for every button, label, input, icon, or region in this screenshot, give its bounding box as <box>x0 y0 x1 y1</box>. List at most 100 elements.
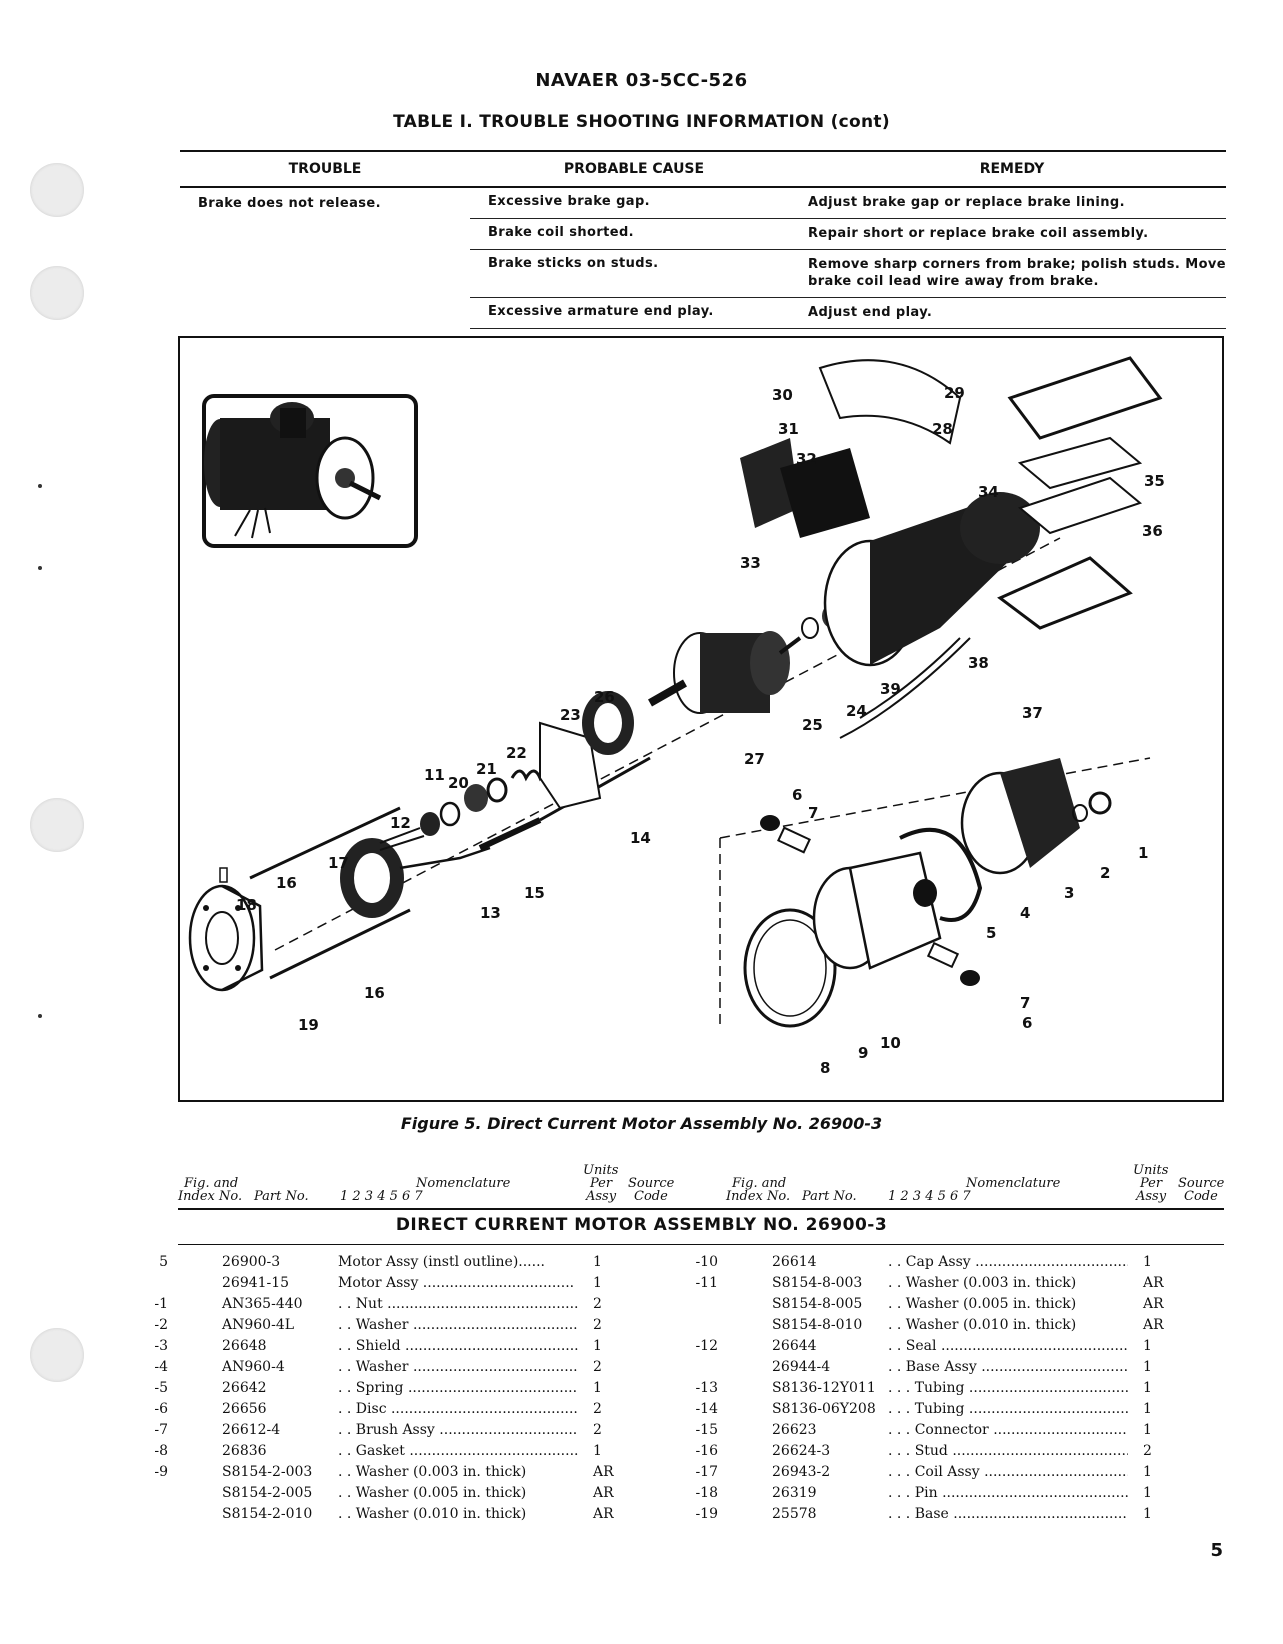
binder-hole <box>30 266 84 320</box>
list-item: 26941-15 Motor Assy ....................… <box>0 1275 640 1296</box>
callout-27: 27 <box>744 750 765 768</box>
binder-hole <box>30 1328 84 1382</box>
part-number: 26319 <box>772 1485 817 1501</box>
part-number: AN960-4L <box>222 1317 295 1333</box>
list-item: -7 26612-4 . . Brush Assy ...............… <box>0 1422 640 1443</box>
callout-4: 4 <box>1020 904 1030 922</box>
part-index: -18 <box>695 1485 718 1501</box>
callout-10: 10 <box>880 1034 901 1052</box>
callout-24: 24 <box>846 702 867 720</box>
part-description: . . Brush Assy .........................… <box>338 1422 578 1438</box>
part-index: -12 <box>695 1338 718 1354</box>
table-title: TABLE I. TROUBLE SHOOTING INFORMATION (c… <box>393 112 890 132</box>
callout-29: 29 <box>944 384 965 402</box>
callout-22: 22 <box>506 744 527 762</box>
armature-part <box>648 631 802 714</box>
part-description: . . . Base .............................… <box>888 1506 1128 1522</box>
remedy-cell: Repair short or replace brake coil assem… <box>798 219 1226 250</box>
table-row: Brake sticks on studs. Remove sharp corn… <box>470 250 1226 298</box>
table-header-row: TROUBLE PROBABLE CAUSE REMEDY <box>180 152 1226 188</box>
header-assy: Assy <box>586 1189 617 1204</box>
divider <box>178 1208 1224 1210</box>
part-description: . . Washer .............................… <box>338 1359 578 1375</box>
header-part-no: Part No. <box>802 1189 857 1204</box>
remedy-cell: Adjust end play. <box>798 298 1226 329</box>
callout-17: 17 <box>328 854 349 872</box>
part-number: 26612-4 <box>222 1422 281 1438</box>
part-description: . . Washer (0.005 in. thick) <box>888 1296 1077 1312</box>
units-per-assy: 1 <box>1143 1506 1152 1522</box>
units-per-assy: 1 <box>1143 1254 1152 1270</box>
part-description: . . Washer (0.003 in. thick) <box>338 1464 527 1480</box>
callout-16b: 16 <box>364 984 385 1002</box>
part-description: Motor Assy .............................… <box>338 1275 575 1291</box>
callout-14: 14 <box>630 829 651 847</box>
header-levels: 1 2 3 4 5 6 7 <box>340 1189 423 1204</box>
callout-21: 21 <box>476 760 497 778</box>
part-index: -17 <box>695 1464 718 1480</box>
callout-5: 5 <box>986 924 996 942</box>
units-per-assy: AR <box>1143 1296 1164 1312</box>
units-per-assy: AR <box>1143 1317 1164 1333</box>
exploded-view-drawing: 1 2 3 4 5 6 6 7 7 8 9 10 11 12 13 14 15 … <box>188 356 1165 1077</box>
trouble-text: Brake does not release. <box>198 196 381 211</box>
base-part <box>188 884 264 992</box>
callout-7: 7 <box>808 804 818 822</box>
header-levels: 1 2 3 4 5 6 7 <box>888 1189 971 1204</box>
part-description: . . Disc ...............................… <box>338 1401 578 1417</box>
units-per-assy: 2 <box>593 1401 602 1417</box>
part-description: . . Washer (0.005 in. thick) <box>338 1485 527 1501</box>
header-part-no: Part No. <box>254 1189 309 1204</box>
part-number: 26614 <box>772 1254 817 1270</box>
exploded-view-figure: 1 2 3 4 5 6 6 7 7 8 9 10 11 12 13 14 15 … <box>178 336 1224 1102</box>
part-index: -14 <box>695 1401 718 1417</box>
callout-23: 23 <box>560 706 581 724</box>
cap-assembly-part <box>812 851 942 970</box>
units-per-assy: 1 <box>593 1443 602 1459</box>
part-index: -13 <box>695 1380 718 1396</box>
header-source: Source <box>1178 1176 1225 1191</box>
part-description: . . Nut ................................… <box>338 1296 578 1312</box>
part-number: 25578 <box>772 1506 817 1522</box>
part-number: S8154-2-003 <box>222 1464 313 1480</box>
part-index: -8 <box>154 1443 168 1459</box>
units-per-assy: 1 <box>593 1254 602 1270</box>
header-fig-and: Fig. and <box>732 1176 787 1191</box>
part-index: -1 <box>154 1296 168 1312</box>
cause-cell: Brake coil shorted. <box>470 219 798 250</box>
callout-33: 33 <box>740 554 761 572</box>
part-number: 26944-4 <box>772 1359 831 1375</box>
column-header-remedy: REMEDY <box>979 161 1045 177</box>
part-index: -7 <box>154 1422 168 1438</box>
trouble-shooting-table: TROUBLE PROBABLE CAUSE REMEDY Brake does… <box>180 150 1226 329</box>
part-index: -10 <box>695 1254 718 1270</box>
part-index: -15 <box>695 1422 718 1438</box>
callout-15: 15 <box>524 884 545 902</box>
margin-mark <box>38 566 42 570</box>
part-description: . . . Coil Assy ........................… <box>888 1464 1128 1480</box>
callout-35: 35 <box>1144 472 1165 490</box>
units-per-assy: 2 <box>593 1296 602 1312</box>
part-number: 26642 <box>222 1380 267 1396</box>
callout-8: 8 <box>820 1059 830 1077</box>
units-per-assy: 2 <box>593 1422 602 1438</box>
list-item: S8154-2-010 . . Washer (0.010 in. thick)… <box>0 1506 640 1527</box>
shield-part <box>960 758 1080 875</box>
callout-39: 39 <box>880 680 901 698</box>
units-per-assy: 1 <box>1143 1464 1152 1480</box>
assembled-motor-inset <box>202 394 418 548</box>
part-number: 26623 <box>772 1422 817 1438</box>
part-number: S8136-12Y011 <box>772 1380 876 1396</box>
callout-38: 38 <box>968 654 989 672</box>
remedy-cell: Adjust brake gap or replace brake lining… <box>798 188 1226 219</box>
part-index: -16 <box>695 1443 718 1459</box>
column-header-trouble: TROUBLE <box>288 161 362 177</box>
